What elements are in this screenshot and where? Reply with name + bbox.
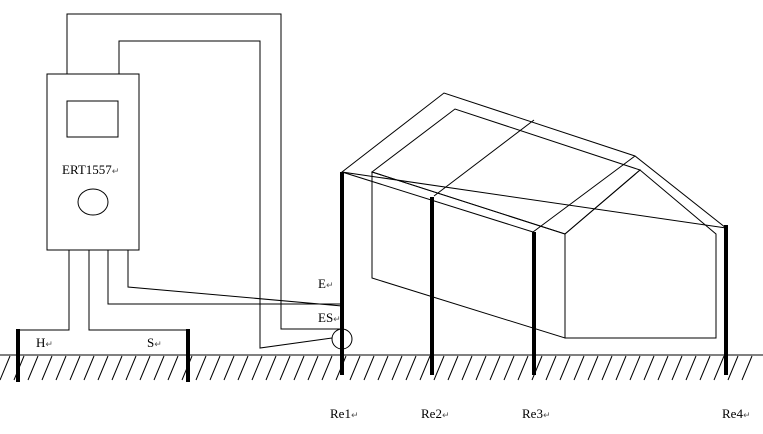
ground-surface [0,354,763,381]
s-lead-wire [88,250,188,331]
hatch-stroke [153,355,165,381]
rod-re3-label: Re3↵ [522,406,551,421]
ground-rods [340,172,728,375]
hatch-stroke [587,355,599,381]
roof-ridge-line [532,155,636,233]
terminal-s-label: S↵ [147,335,162,350]
hatch-stroke [167,355,179,381]
meter-model-label: ERT1557↵ [62,162,119,177]
hatch-stroke [111,355,123,381]
rod-re4-label: Re4↵ [722,406,751,421]
hatch-stroke [363,355,375,381]
terminal-es-label: ES↵ [318,310,341,325]
es-lead-wire [107,250,342,305]
hatch-stroke [195,355,207,381]
hatch-stroke [307,355,319,381]
meter-knob [77,188,109,216]
e-lead-wire [127,250,343,307]
hatch-stroke [461,355,473,381]
hatch-stroke [391,355,403,381]
rod-re2-label: Re2↵ [421,406,450,421]
roof-front-edge [341,171,534,233]
test-leads [18,13,343,349]
hatch-stroke [419,355,431,381]
hatch-stroke [517,355,529,381]
hatch-stroke [433,355,445,381]
roof-outer [340,92,728,229]
roof-divider-1 [433,119,535,197]
hatch-stroke [181,355,193,381]
hatch-stroke [69,355,81,381]
outer-lead-wire [66,13,342,330]
hatch-stroke [97,355,109,381]
hatch-stroke [489,355,501,381]
hatch-stroke [0,355,11,381]
inner-lead-wire [118,40,333,349]
wall-end [564,169,717,339]
meter-unit [46,73,140,251]
hatch-stroke [503,355,515,381]
hatch-stroke [545,355,557,381]
hatch-stroke [41,355,53,381]
rod-re1-label: Re1↵ [330,406,359,421]
hatch-stroke [335,355,347,381]
hatch-stroke [13,355,25,381]
hatch-stroke [251,355,263,381]
hatch-stroke [601,355,613,381]
hatch-stroke [223,355,235,381]
hatch-stroke [629,355,641,381]
hatch-stroke [293,355,305,381]
hatch-stroke [685,355,697,381]
hatch-stroke [83,355,95,381]
hatch-stroke [405,355,417,381]
hatch-stroke [643,355,655,381]
hatch-stroke [615,355,627,381]
hatch-stroke [27,355,39,381]
hatch-stroke [559,355,571,381]
hatch-stroke [475,355,487,381]
hatch-stroke [139,355,151,381]
hatch-stroke [279,355,291,381]
hatch-stroke [237,355,249,381]
hatch-stroke [671,355,683,381]
meter-display [66,100,119,138]
hatch-stroke [531,355,543,381]
hatch-stroke [741,355,753,381]
hatch-stroke [265,355,277,381]
ground-hatching [0,355,753,381]
meter-case [46,73,140,251]
hatch-stroke [727,355,739,381]
hatch-stroke [125,355,137,381]
hatch-stroke [447,355,459,381]
terminal-e-label: E↵ [318,276,334,291]
hatch-stroke [321,355,333,381]
building [340,92,728,339]
hatch-stroke [349,355,361,381]
hatch-stroke [209,355,221,381]
wall-side [371,171,566,339]
terminal-h-label: H↵ [36,335,53,350]
hatch-stroke [713,355,725,381]
hatch-stroke [699,355,711,381]
hatch-stroke [377,355,389,381]
h-lead-wire [18,250,70,331]
hatch-stroke [657,355,669,381]
hatch-stroke [55,355,67,381]
hatch-stroke [573,355,585,381]
